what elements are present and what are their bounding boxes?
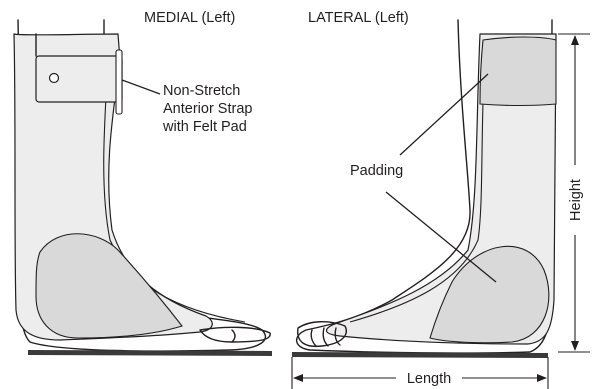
- strap-label-line2: Anterior Strap: [163, 101, 252, 117]
- padding-leader-upper: [400, 74, 488, 155]
- strap-buckle: [116, 50, 122, 114]
- medial-strap: [36, 56, 122, 102]
- padding-label: Padding: [350, 163, 403, 179]
- lateral-lower-padding: [430, 246, 549, 342]
- strap-rivet-icon: [50, 74, 59, 83]
- medial-heading: MEDIAL (Left): [144, 10, 235, 26]
- medial-padding: [36, 234, 182, 338]
- lateral-sole-plate: [292, 352, 548, 358]
- medial-sole-plate: [28, 350, 272, 356]
- strap-leader-line: [122, 80, 160, 94]
- medial-view: [14, 20, 272, 356]
- length-label: Length: [407, 371, 451, 387]
- lateral-view: [292, 20, 556, 358]
- strap-label-line1: Non-Stretch: [163, 83, 240, 99]
- lateral-heading: LATERAL (Left): [308, 10, 409, 26]
- height-label: Height: [568, 179, 584, 221]
- strap-label-line3: with Felt Pad: [162, 119, 247, 135]
- lateral-upper-padding: [480, 37, 556, 106]
